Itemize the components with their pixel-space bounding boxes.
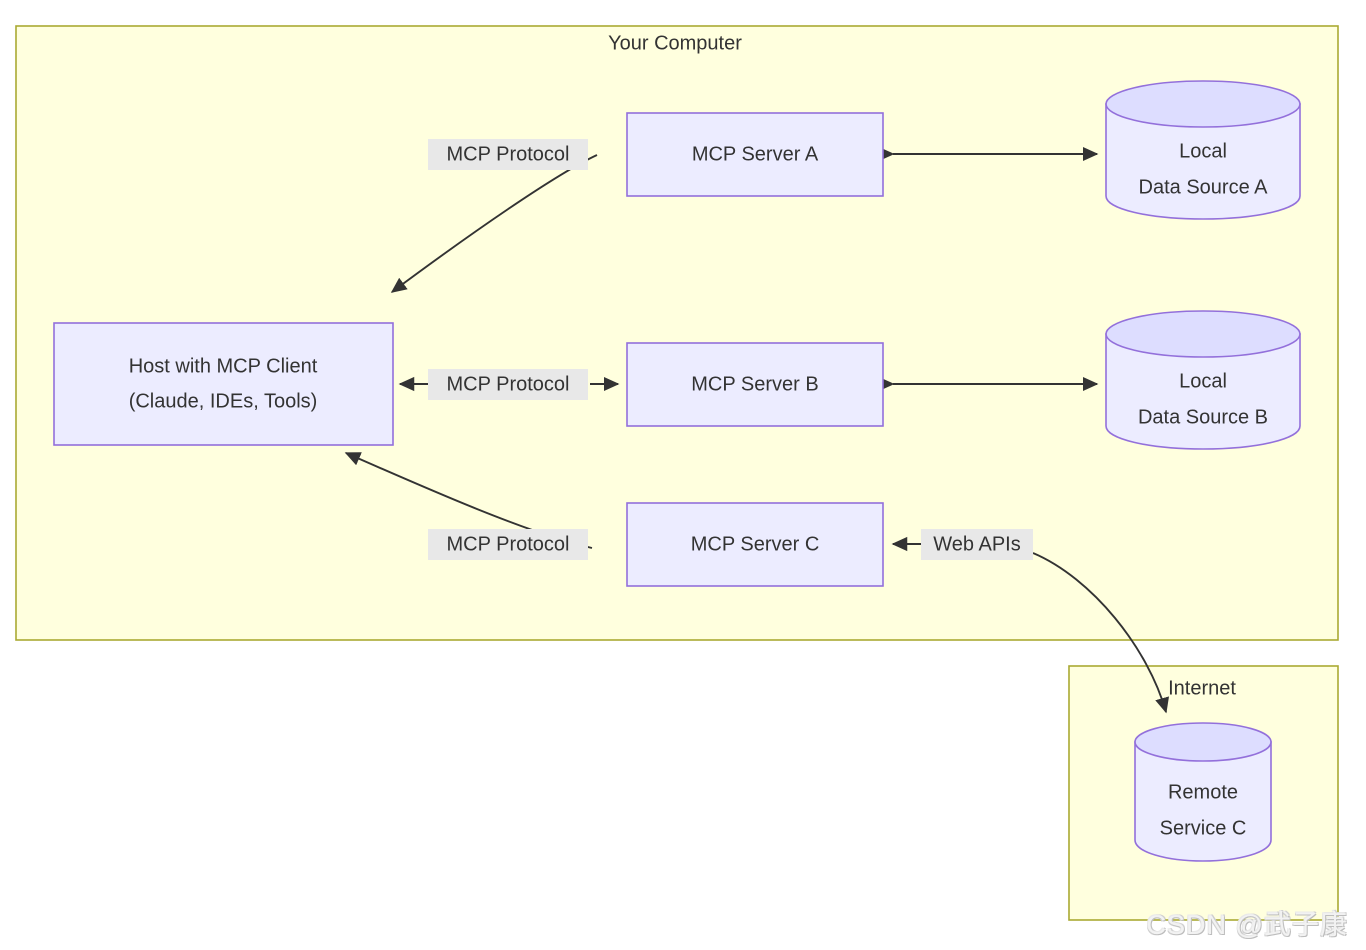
node-mcp-server-a[interactable]: MCP Server A xyxy=(626,112,884,197)
node-host-with-mcp-client[interactable]: Host with MCP Client (Claude, IDEs, Tool… xyxy=(53,322,394,446)
node-mcp-server-c[interactable]: MCP Server C xyxy=(626,502,884,587)
node-local-data-source-a[interactable]: Local Data Source A xyxy=(1105,80,1301,220)
edge-label-mcp-protocol-b-text: MCP Protocol xyxy=(446,373,569,395)
edge-label-web-apis: Web APIs xyxy=(921,529,1033,560)
node-host-rect[interactable] xyxy=(53,322,394,446)
cluster-internet-rect xyxy=(1068,665,1339,921)
cluster-internet: Internet xyxy=(1068,665,1339,921)
edge-label-mcp-protocol-c-bg xyxy=(428,529,588,560)
cluster-your-computer-title: Your Computer xyxy=(608,32,742,54)
node-data-source-b-label-line2: Data Source B xyxy=(1138,406,1268,428)
node-remote-service-c-label-line1: Remote xyxy=(1168,781,1238,803)
edge-label-mcp-protocol-b: MCP Protocol xyxy=(428,369,588,400)
node-server-a-label: MCP Server A xyxy=(692,143,819,165)
node-mcp-server-b[interactable]: MCP Server B xyxy=(626,342,884,427)
node-data-source-a-label-line2: Data Source A xyxy=(1139,176,1269,198)
edge-label-mcp-protocol-a-text: MCP Protocol xyxy=(446,143,569,165)
edge-label-mcp-protocol-a: MCP Protocol xyxy=(428,139,588,170)
node-local-data-source-b[interactable]: Local Data Source B xyxy=(1105,310,1301,450)
node-data-source-b-body[interactable] xyxy=(1105,333,1301,450)
edge-label-mcp-protocol-c-text: MCP Protocol xyxy=(446,533,569,555)
edge-label-mcp-protocol-c: MCP Protocol xyxy=(428,529,588,560)
node-remote-service-c-body[interactable] xyxy=(1134,741,1272,862)
node-remote-service-c[interactable]: Remote Service C xyxy=(1134,722,1272,862)
node-host-label-line1: Host with MCP Client xyxy=(129,355,318,377)
node-server-b-label: MCP Server B xyxy=(691,373,818,395)
node-server-b-rect[interactable] xyxy=(626,342,884,427)
node-remote-service-c-label-line2: Service C xyxy=(1160,817,1247,839)
node-data-source-a-top-ellipse xyxy=(1105,80,1301,128)
node-server-c-label: MCP Server C xyxy=(691,533,820,555)
edge-label-mcp-protocol-a-bg xyxy=(428,139,588,170)
edge-labels-layer: MCP Protocol MCP Protocol MCP Protocol W… xyxy=(428,139,1033,560)
node-host-label-line2: (Claude, IDEs, Tools) xyxy=(129,390,318,412)
edge-label-mcp-protocol-b-bg xyxy=(428,369,588,400)
node-remote-service-c-top-ellipse xyxy=(1134,722,1272,762)
edge-label-web-apis-bg xyxy=(921,529,1033,560)
edge-webapis-to-remote-service-c xyxy=(1032,552,1169,714)
node-data-source-a-body[interactable] xyxy=(1105,103,1301,220)
node-data-source-a-label-line1: Local xyxy=(1179,140,1227,162)
edge-label-web-apis-text: Web APIs xyxy=(933,533,1020,555)
node-server-c-rect[interactable] xyxy=(626,502,884,587)
cluster-internet-title: Internet xyxy=(1168,677,1236,699)
node-data-source-b-label-line1: Local xyxy=(1179,370,1227,392)
node-data-source-b-top-ellipse xyxy=(1105,310,1301,358)
node-server-a-rect[interactable] xyxy=(626,112,884,197)
